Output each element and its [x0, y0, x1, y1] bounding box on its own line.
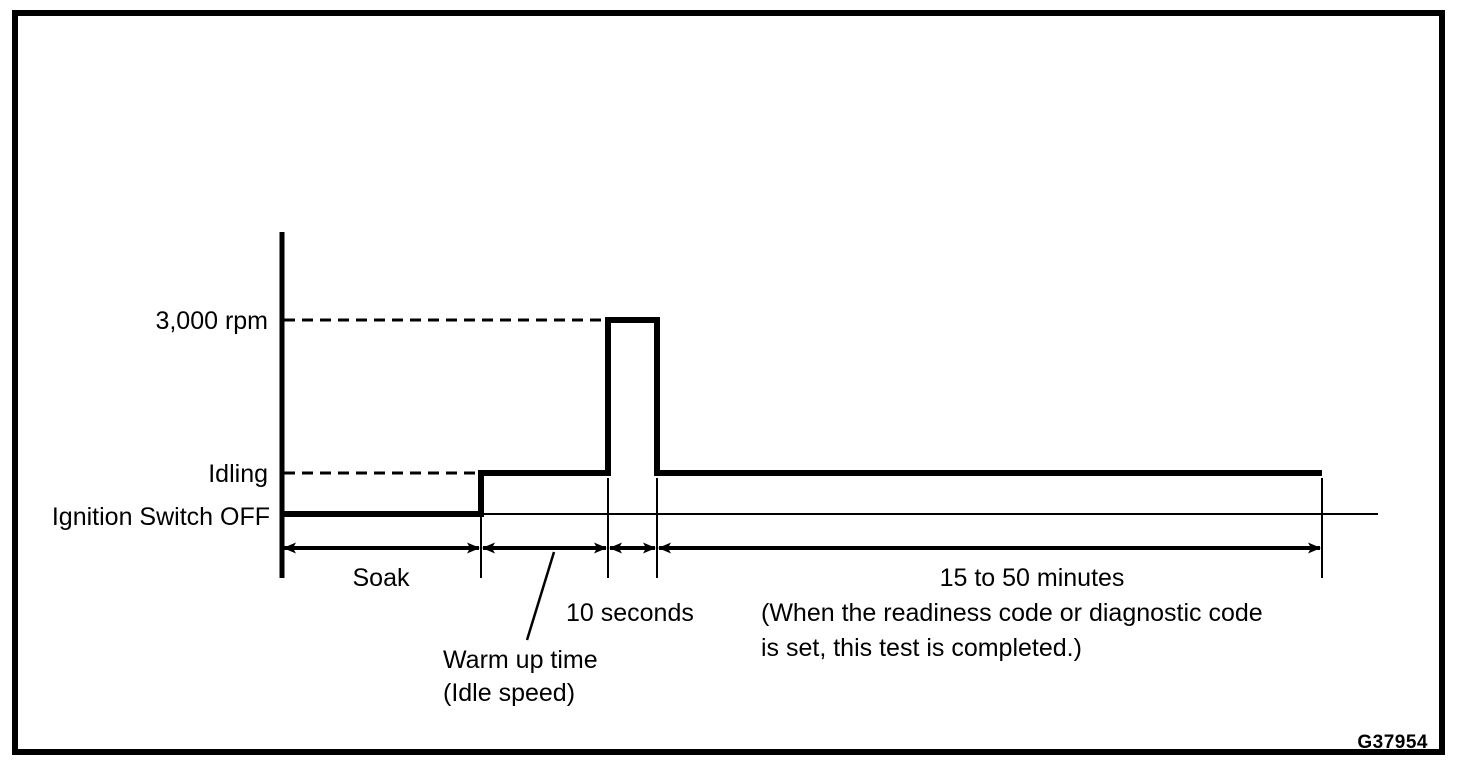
figure-border	[12, 10, 1445, 755]
